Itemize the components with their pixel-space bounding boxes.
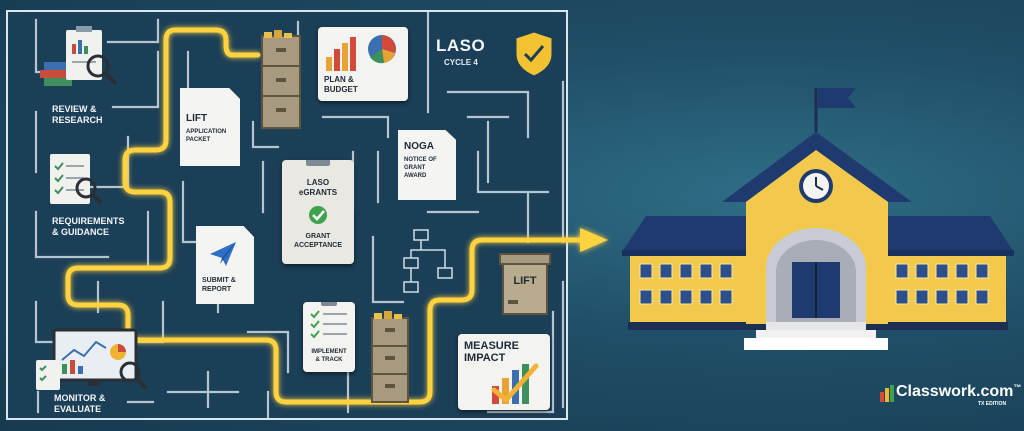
brand-name-text: Classwork.com: [896, 383, 1014, 400]
plan-budget-label: PLAN & BUDGET: [324, 75, 358, 94]
requirements-label: REQUIREMENTS & GUIDANCE: [52, 216, 125, 237]
grant-acceptance-label: GRANT ACCEPTANCE: [293, 233, 343, 249]
lift-application-packet: LIFT APPLICATION PACKET: [180, 88, 240, 166]
measure-impact-card: MEASURE IMPACT: [458, 334, 550, 410]
brand-name: Classwork.com™: [896, 383, 1021, 401]
review-label: REVIEW & RESEARCH: [52, 104, 103, 125]
cycle-subtitle: CYCLE 4: [444, 58, 478, 67]
brand-trademark: ™: [1013, 383, 1022, 392]
submit-report-label: SUBMIT & REPORT: [202, 277, 236, 293]
lift-packet-subtitle: APPLICATION PACKET: [186, 129, 227, 143]
noga-title: NOGA: [404, 141, 434, 152]
submit-report-document: SUBMIT & REPORT: [196, 226, 254, 304]
noga-subtitle: NOTICE OF GRANT AWARD: [404, 157, 437, 179]
implement-track-label: IMPLEMENT & TRACK: [311, 349, 347, 363]
bar-chart-check-icon: [491, 363, 539, 404]
implement-track-card: IMPLEMENT & TRACK: [303, 298, 355, 372]
brand-edition: TX EDITION: [978, 401, 1007, 407]
plan-budget-chart-icon: [326, 35, 396, 71]
lift-box-label: LIFT: [513, 275, 537, 287]
checklist-icon: [310, 298, 347, 339]
lift-packet-title: LIFT: [186, 113, 208, 124]
path-arrowhead: [580, 228, 608, 252]
laso-egrants-label: LASO eGRANTS: [298, 178, 338, 197]
monitor-label: MONITOR & EVALUATE: [54, 393, 106, 414]
laso-egrants-clipboard: LASO eGRANTS GRANT ACCEPTANCE: [282, 156, 354, 264]
measure-impact-label: MEASURE IMPACT: [464, 340, 520, 364]
noga-document: NOGA NOTICE OF GRANT AWARD: [398, 130, 456, 200]
plan-budget-card: PLAN & BUDGET: [318, 27, 408, 101]
paper-plane-icon: [210, 242, 236, 266]
laso-title: LASO: [436, 36, 486, 55]
